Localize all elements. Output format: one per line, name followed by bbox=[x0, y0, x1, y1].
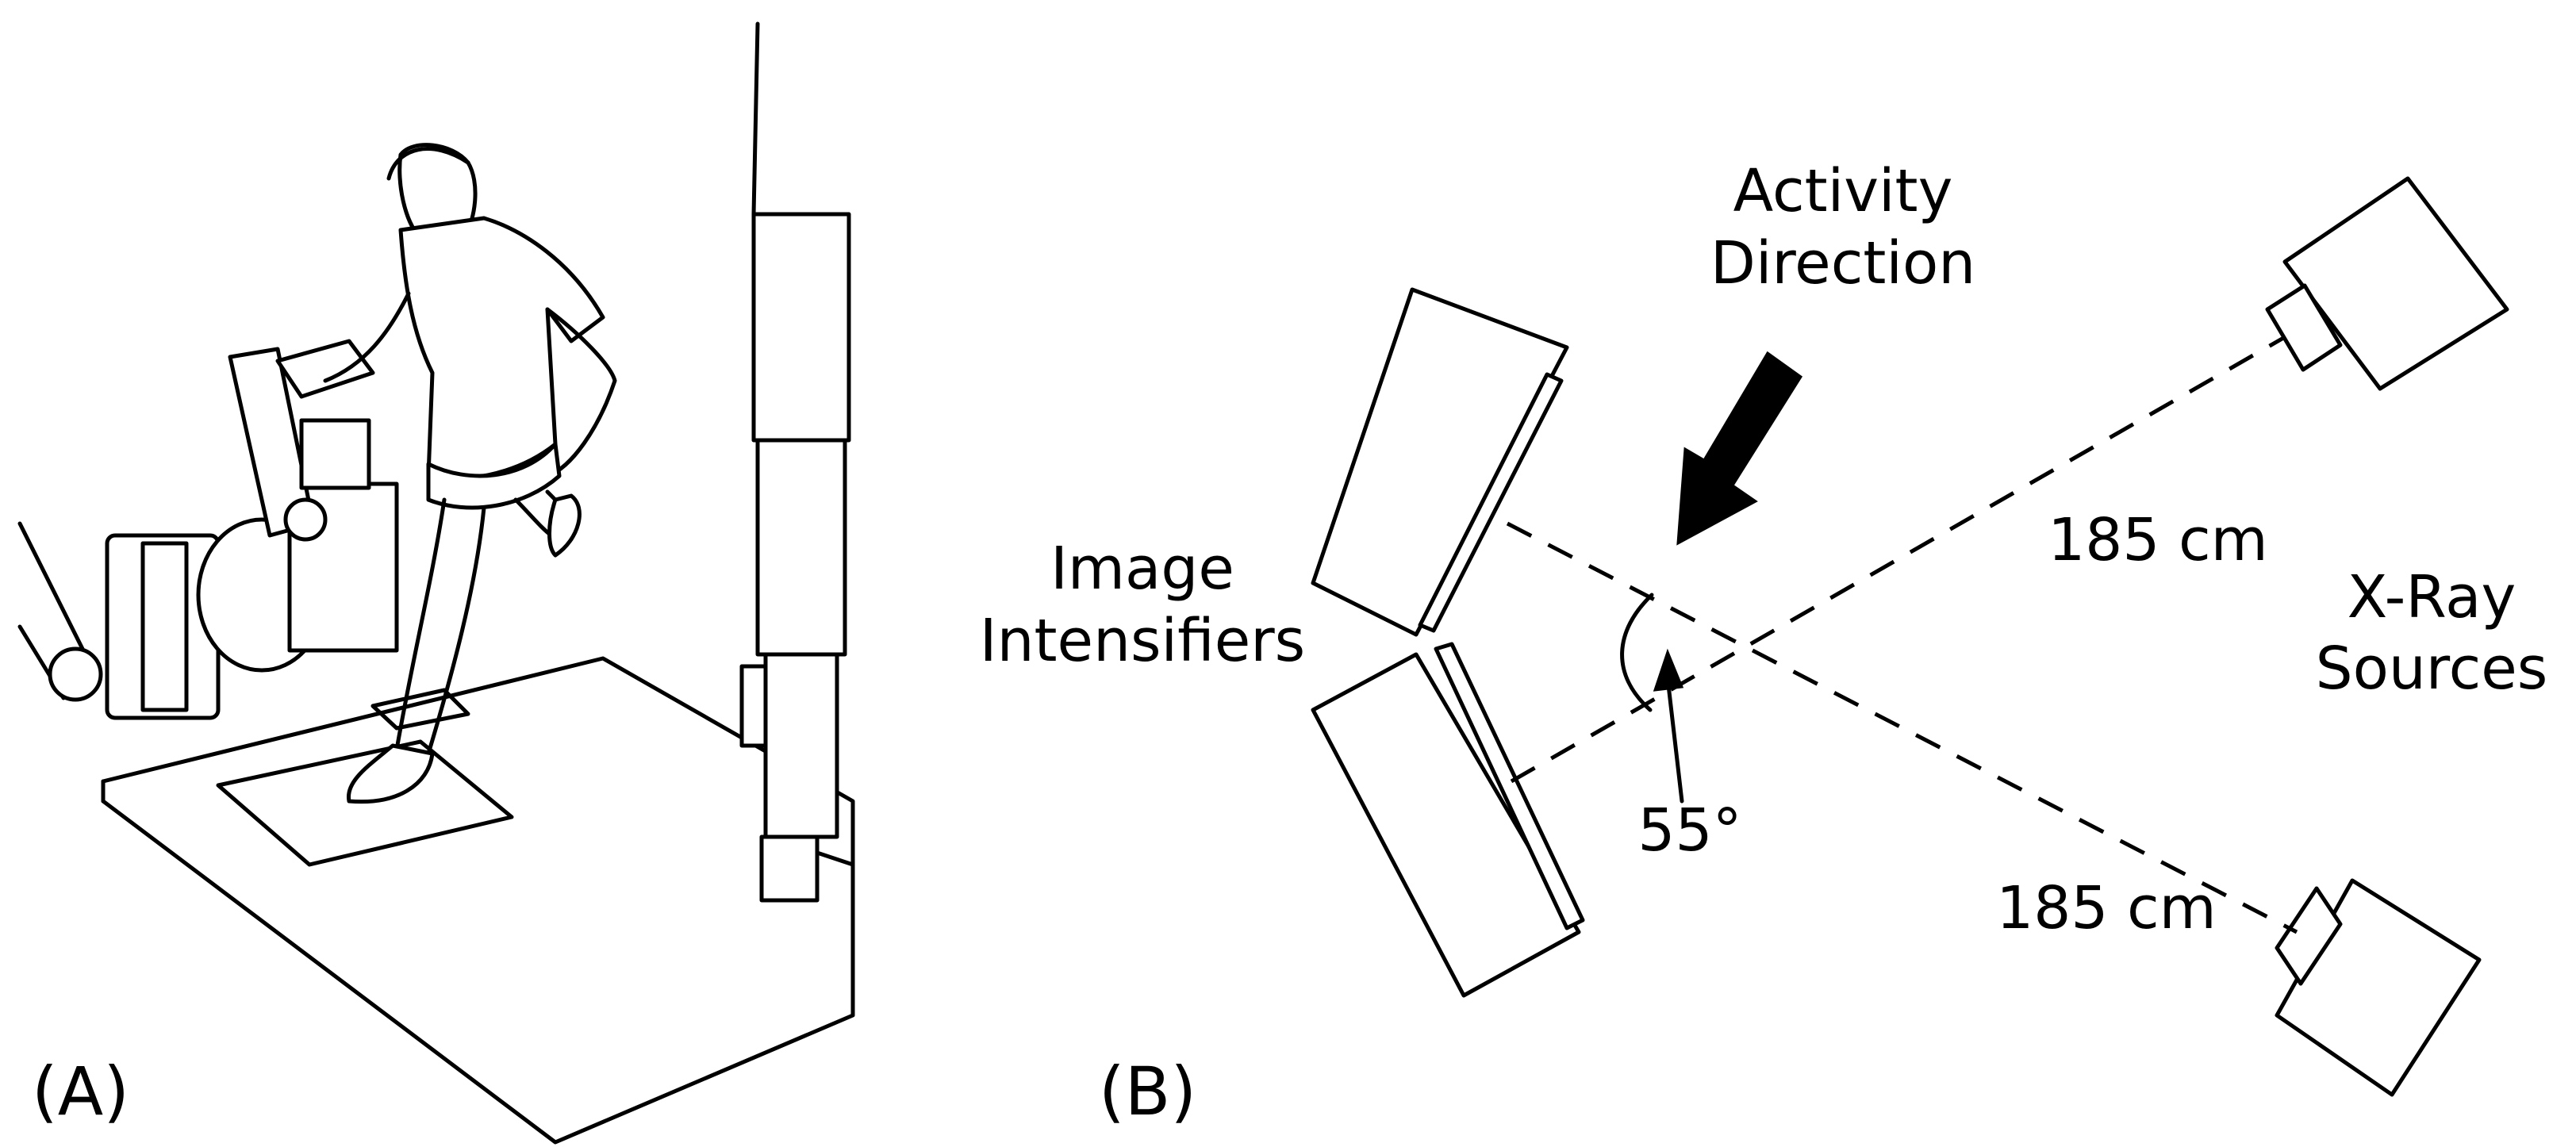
xray-source-upper-nozzle bbox=[2265, 283, 2343, 372]
subject-raised-foot bbox=[547, 493, 582, 558]
right-column-top bbox=[751, 21, 760, 217]
right-column-lower bbox=[763, 652, 839, 839]
beam-path-upper-source bbox=[1510, 335, 2286, 784]
activity-direction-label-2: Direction bbox=[1710, 229, 1975, 297]
image-intensifier-lower bbox=[1311, 642, 1585, 998]
right-column-foot bbox=[815, 850, 855, 867]
right-column-middle bbox=[755, 438, 847, 657]
activity-direction-arrow bbox=[1676, 351, 1803, 546]
right-column-bracket bbox=[739, 664, 768, 748]
angle-label: 55° bbox=[1637, 796, 1741, 865]
left-arm-joint bbox=[283, 497, 328, 542]
subject-figure bbox=[323, 143, 617, 804]
right-column-base bbox=[759, 834, 820, 903]
xray-source-upper-housing bbox=[2282, 176, 2509, 391]
angle-pointer-line bbox=[1665, 676, 1684, 804]
panel-a-label: (A) bbox=[32, 1053, 129, 1130]
subject-right-arm bbox=[545, 307, 617, 478]
xray-sources-label-2: Sources bbox=[2316, 635, 2548, 703]
force-plate bbox=[216, 739, 514, 867]
subject-standing-foot bbox=[346, 743, 435, 804]
panel-a-illustration bbox=[17, 21, 855, 1145]
subject-torso bbox=[398, 216, 605, 481]
subject-standing-leg bbox=[394, 497, 486, 756]
left-intensifier-housing bbox=[105, 533, 221, 720]
xray-sources-label-1: X-Ray bbox=[2348, 563, 2516, 631]
angle-arc bbox=[1620, 593, 1654, 712]
intensifier-lower-screen bbox=[1434, 642, 1585, 930]
xray-source-lower bbox=[2275, 878, 2482, 1097]
xray-source-upper bbox=[2265, 176, 2509, 391]
right-column-upper bbox=[751, 212, 851, 443]
image-intensifier-upper bbox=[1311, 287, 1569, 637]
subject-briefs bbox=[426, 442, 562, 510]
distance-upper-label: 185 cm bbox=[2048, 506, 2268, 574]
angle-pointer-head bbox=[1653, 648, 1684, 692]
beam-path-lower-source bbox=[1506, 521, 2298, 934]
intensifier-upper-body bbox=[1311, 287, 1569, 637]
left-intensifier-panel bbox=[140, 541, 189, 712]
right-imaging-column bbox=[739, 21, 855, 903]
image-intensifiers-label-1: Image bbox=[1050, 535, 1234, 603]
left-wheel bbox=[48, 646, 103, 702]
distance-lower-label: 185 cm bbox=[1996, 874, 2217, 942]
intensifier-upper-screen bbox=[1418, 372, 1564, 633]
panel-b-label: (B) bbox=[1099, 1053, 1196, 1130]
activity-direction-label-1: Activity bbox=[1733, 157, 1953, 225]
left-cable-1 bbox=[17, 521, 90, 661]
image-intensifiers-label-2: Intensifiers bbox=[980, 607, 1305, 675]
panel-b-diagram bbox=[1311, 176, 2509, 1097]
left-arm-block bbox=[299, 418, 371, 490]
force-plate-secondary bbox=[370, 688, 470, 731]
subject-hair bbox=[386, 147, 470, 181]
left-arm-head bbox=[275, 339, 375, 399]
subject-left-arm bbox=[323, 291, 411, 383]
left-imaging-unit bbox=[17, 339, 399, 720]
